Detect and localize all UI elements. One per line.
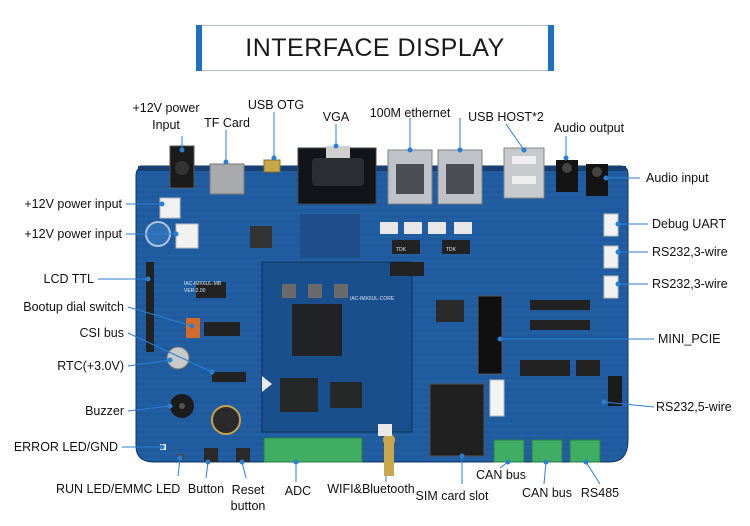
title-bar-right <box>548 25 554 71</box>
silk-label-2: VER:2.00 <box>184 288 206 294</box>
rs232-5-connector <box>608 376 622 406</box>
label-reset-button: Reset button <box>230 483 266 513</box>
rs232-connector-1 <box>603 245 619 269</box>
label-rs232-2: RS232,3-wire <box>652 277 728 291</box>
label-usb-host: USB HOST*2 <box>468 110 544 124</box>
label-rtc: RTC(+3.0V) <box>57 359 124 373</box>
rs485-terminal <box>569 439 601 463</box>
chip-label-1: TDK <box>396 247 407 253</box>
rs232-connector-2 <box>603 275 619 299</box>
callout-dots <box>145 143 621 465</box>
can-terminal-1 <box>493 439 525 463</box>
usb-otg-port <box>263 159 281 173</box>
label-error-led: ERROR LED/GND <box>13 440 118 454</box>
label-rs232-5: RS232,5-wire <box>656 400 732 414</box>
user-button <box>204 448 218 462</box>
audio-out-jack <box>556 160 578 192</box>
antenna <box>384 438 394 476</box>
label-rs232-1: RS232,3-wire <box>652 245 728 259</box>
sim-slot <box>429 383 485 457</box>
reset-button-part <box>236 448 250 462</box>
label-buzzer: Buzzer <box>85 404 124 418</box>
chip-label-2: TDK <box>446 247 457 253</box>
label-sim-slot: SIM card slot <box>415 489 489 503</box>
adc-terminal <box>263 437 363 463</box>
label-lcd-ttl: LCD TTL <box>43 272 94 286</box>
lcd-header <box>146 262 154 352</box>
label-vga: VGA <box>322 110 350 124</box>
label-bootup-switch: Bootup dial switch <box>23 300 124 314</box>
title-box: INTERFACE DISPLAY <box>196 25 554 71</box>
title-bar-left <box>196 25 202 71</box>
label-can-bus-2: CAN bus <box>521 486 573 500</box>
silk-label-1: IAC-IMX6UL-MB <box>184 281 222 287</box>
page-title: INTERFACE DISPLAY <box>245 33 505 62</box>
label-tf-card: TF Card <box>204 116 250 130</box>
rtc-battery <box>166 346 190 370</box>
label-ethernet: 100M ethernet <box>369 106 451 120</box>
label-usb-otg: USB OTG <box>247 98 305 112</box>
usb-host-port <box>503 147 545 199</box>
power-connector-2 <box>175 223 199 249</box>
label-debug-uart: Debug UART <box>652 217 727 231</box>
label-audio-output: Audio output <box>553 121 625 135</box>
power-jack <box>169 145 195 189</box>
can-terminal-2 <box>531 439 563 463</box>
label-can-bus-1: CAN bus <box>475 468 527 482</box>
tf-slot <box>209 163 245 195</box>
silk-label-3: IAC-IMX6UL-CORE <box>350 296 395 302</box>
power-connector-1 <box>159 197 181 219</box>
label-button: Button <box>187 482 225 496</box>
audio-in-jack <box>586 164 608 196</box>
label-power-input-top: +12V power Input <box>132 101 200 132</box>
label-audio-input: Audio input <box>646 171 709 185</box>
csi-header <box>204 322 240 336</box>
label-rs485: RS485 <box>580 486 620 500</box>
label-run-led: RUN LED/EMMC LED <box>56 482 181 496</box>
label-power-input-2: +12V power input <box>24 227 122 241</box>
mini-pcie-slot <box>477 295 503 375</box>
label-wifi-bt: WIFI&Bluetooth <box>327 482 415 496</box>
label-adc: ADC <box>284 484 312 498</box>
label-csi-bus: CSI bus <box>79 326 124 340</box>
label-mini-pcie: MINI_PCIE <box>658 332 721 346</box>
label-power-input-1: +12V power input <box>24 197 122 211</box>
